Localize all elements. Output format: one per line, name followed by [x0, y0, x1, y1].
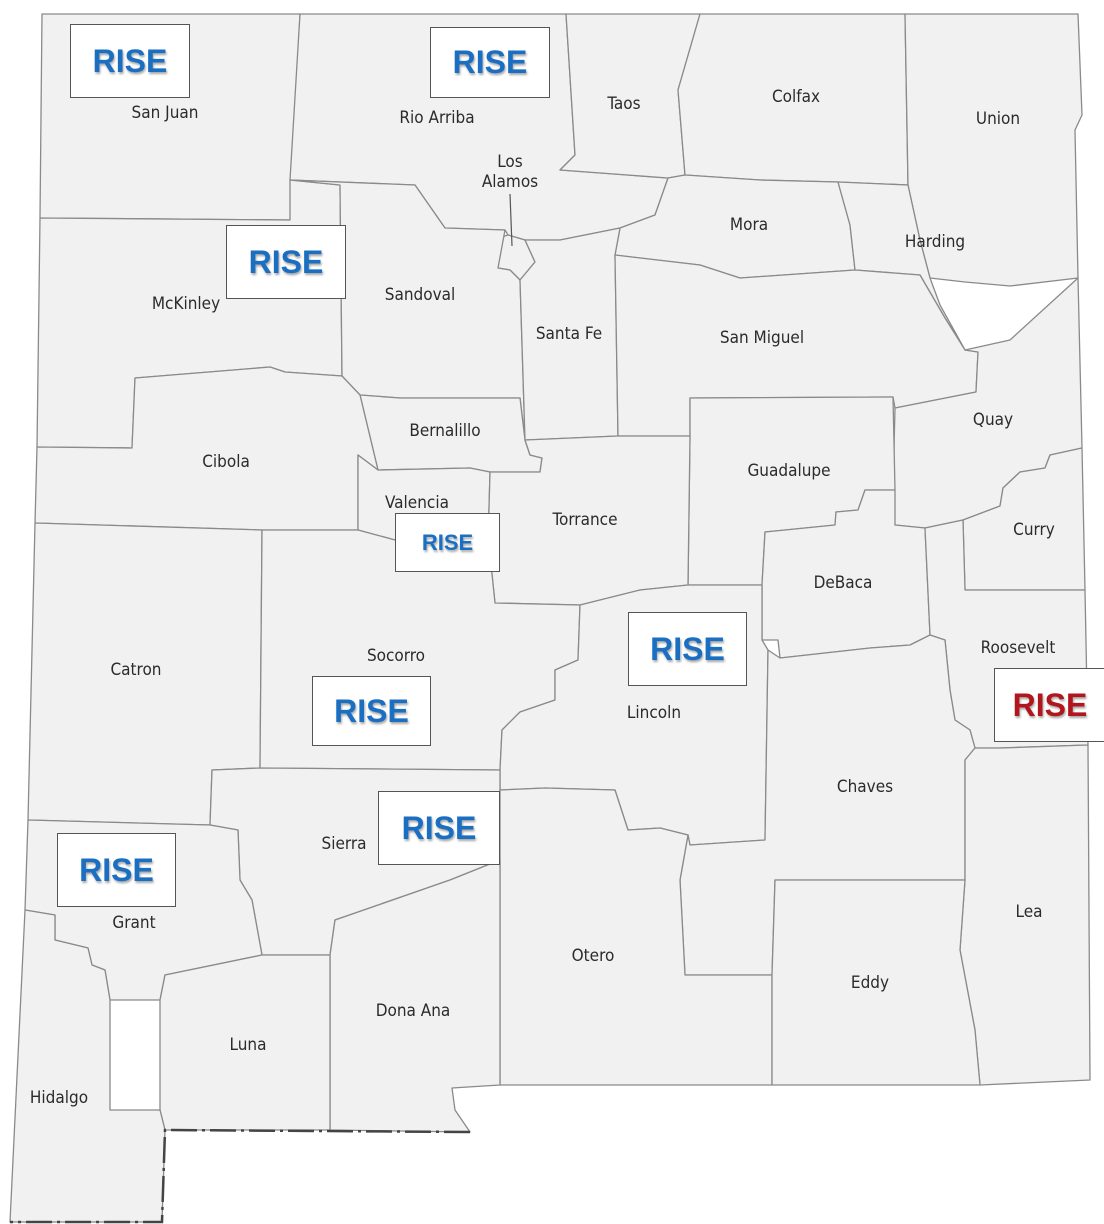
label-catron: Catron — [110, 660, 161, 680]
rise-marker-valencia[interactable]: RISE — [395, 513, 500, 572]
label-roosevelt: Roosevelt — [981, 638, 1056, 658]
rise-marker-text: RISE — [92, 42, 168, 79]
label-dona-ana: Dona Ana — [376, 1001, 451, 1021]
label-colfax: Colfax — [772, 87, 820, 107]
rise-marker-mckinley[interactable]: RISE — [226, 225, 346, 299]
label-mora: Mora — [730, 215, 768, 235]
rise-marker-text: RISE — [452, 44, 528, 80]
label-torrance: Torrance — [552, 510, 618, 530]
label-curry: Curry — [1013, 520, 1055, 540]
label-chaves: Chaves — [837, 777, 893, 797]
label-union: Union — [976, 109, 1020, 129]
rise-marker-lincoln[interactable]: RISE — [628, 612, 747, 686]
label-lincoln: Lincoln — [627, 703, 681, 723]
mexico-border-line — [10, 1128, 471, 1224]
rise-marker-text: RISE — [421, 529, 474, 555]
label-sandoval: Sandoval — [385, 285, 456, 305]
label-taos: Taos — [606, 94, 640, 114]
rise-marker-sierra[interactable]: RISE — [378, 791, 500, 865]
label-lea: Lea — [1015, 902, 1042, 922]
label-quay: Quay — [973, 410, 1013, 430]
label-hidalgo: Hidalgo — [30, 1088, 88, 1108]
label-bernalillo: Bernalillo — [409, 421, 480, 441]
label-mckinley: McKinley — [152, 294, 220, 314]
rise-marker-roosevelt[interactable]: RISE — [994, 668, 1104, 742]
label-san-juan: San Juan — [132, 103, 199, 123]
rise-marker-rio-arriba[interactable]: RISE — [430, 27, 550, 98]
label-luna: Luna — [230, 1035, 267, 1055]
rise-marker-socorro[interactable]: RISE — [312, 676, 431, 746]
label-santa-fe: Santa Fe — [536, 324, 602, 344]
rise-marker-text: RISE — [401, 809, 477, 846]
county-eddy[interactable] — [771, 879, 981, 1086]
rise-marker-text: RISE — [248, 243, 324, 280]
rise-marker-san-juan[interactable]: RISE — [70, 24, 190, 98]
rise-marker-text: RISE — [334, 692, 409, 729]
label-cibola: Cibola — [202, 452, 250, 472]
rise-marker-text: RISE — [79, 851, 154, 888]
label-socorro: Socorro — [367, 646, 425, 666]
label-valencia: Valencia — [385, 493, 449, 513]
label-guadalupe: Guadalupe — [747, 461, 830, 481]
label-grant: Grant — [112, 913, 155, 933]
los-alamos-pointer-line — [509, 193, 513, 247]
rise-marker-grant[interactable]: RISE — [57, 833, 176, 907]
label-otero: Otero — [572, 946, 615, 966]
rise-marker-text: RISE — [650, 630, 725, 667]
rise-marker-text: RISE — [1012, 686, 1088, 723]
county-luna[interactable] — [159, 954, 331, 1131]
label-debaca: DeBaca — [814, 573, 873, 593]
label-eddy: Eddy — [851, 973, 889, 993]
label-sierra: Sierra — [321, 834, 366, 854]
label-harding: Harding — [905, 232, 965, 252]
label-san-miguel: San Miguel — [720, 328, 804, 348]
label-rio-arriba: Rio Arriba — [399, 108, 474, 128]
